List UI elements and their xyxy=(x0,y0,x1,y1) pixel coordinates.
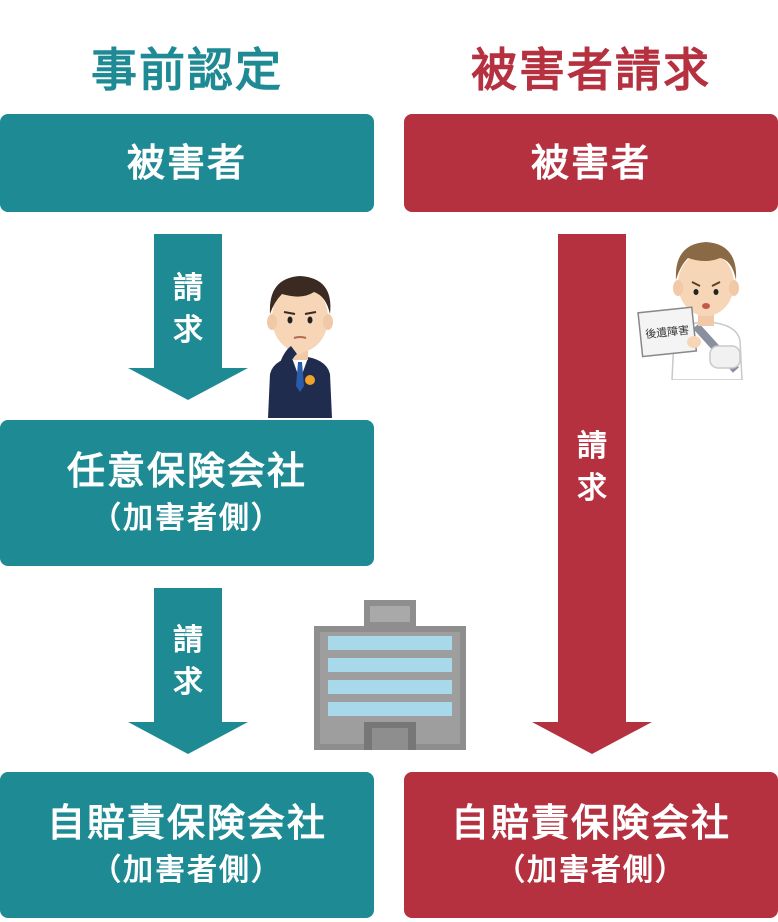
right-long-arrow xyxy=(532,234,652,754)
left-arrow-1-label: 請 求 xyxy=(173,271,203,348)
left-arrow-2-label: 請 求 xyxy=(173,623,203,700)
left-arrow-1 xyxy=(128,234,248,400)
voluntary-insurer-sub: （加害者側） xyxy=(91,501,283,536)
right-victim-label: 被害者 xyxy=(530,141,651,185)
voluntary-insurer-box: 任意保険会社 （加害者側） xyxy=(0,420,374,566)
businessman-thinking-icon xyxy=(267,276,333,418)
voluntary-insurer-label: 任意保険会社 xyxy=(66,449,307,493)
left-victim-box: 被害者 xyxy=(0,114,374,212)
left-arrow-2 xyxy=(128,588,248,754)
victim-claim-heading: 被害者請求 xyxy=(471,43,711,97)
left-jibaiseki-sub: （加害者側） xyxy=(91,853,283,888)
left-jibaiseki-label: 自賠責保険会社 xyxy=(46,801,327,845)
left-jibaiseki-box: 自賠責保険会社 （加害者側） xyxy=(0,772,374,918)
injured-victim-icon: 後遺障害 xyxy=(637,242,743,380)
right-jibaiseki-label: 自賠責保険会社 xyxy=(450,801,731,845)
prior-certification-heading: 事前認定 xyxy=(91,43,283,97)
right-jibaiseki-box: 自賠責保険会社 （加害者側） xyxy=(404,772,778,918)
right-arrow-label: 請 求 xyxy=(577,429,607,506)
right-victim-box: 被害者 xyxy=(404,114,778,212)
right-jibaiseki-sub: （加害者側） xyxy=(495,853,687,888)
office-building-icon xyxy=(314,600,466,750)
document-label: 後遺障害 xyxy=(645,323,690,342)
left-victim-label: 被害者 xyxy=(126,141,247,185)
